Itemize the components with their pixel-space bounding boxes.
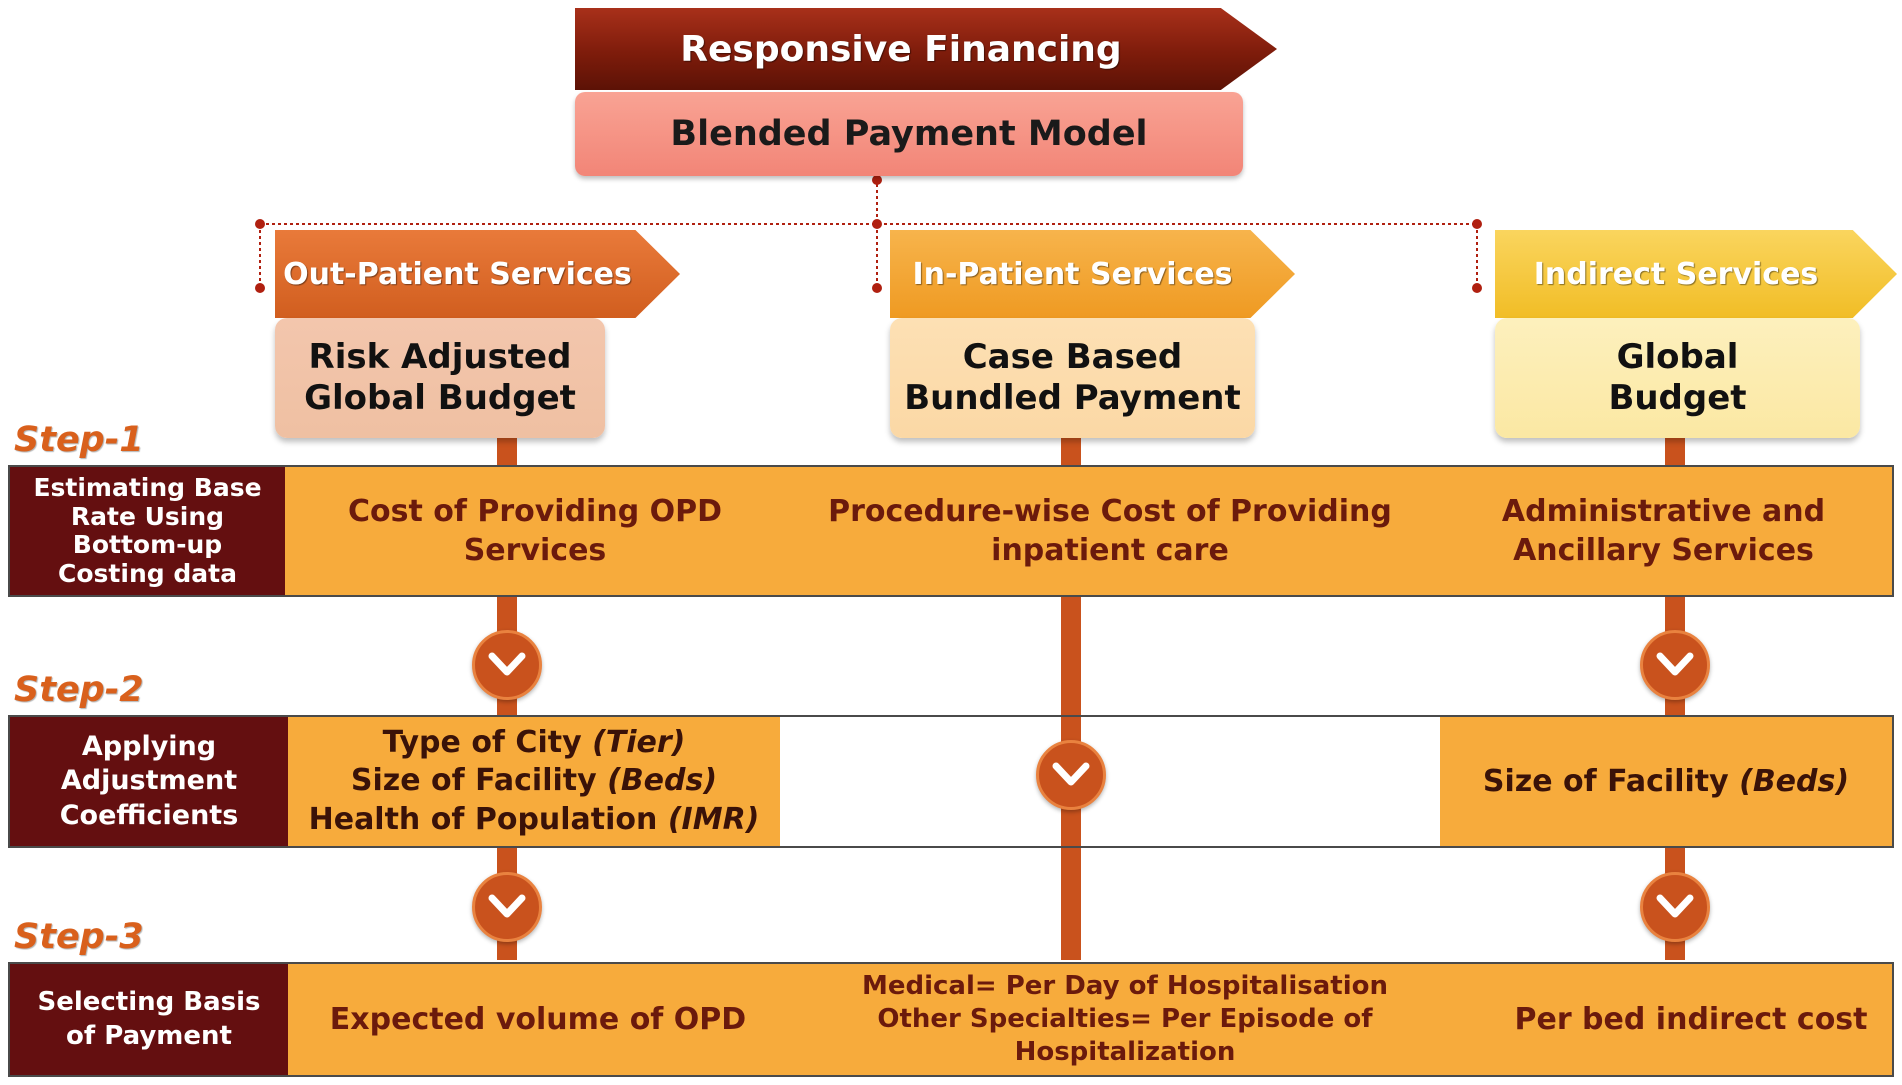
- title-text: Responsive Financing: [680, 28, 1122, 70]
- step-1-description-line: Estimating Base: [33, 473, 262, 502]
- step-2-description-line: Coefficients: [59, 799, 239, 831]
- indirect-model-box: Global Budget: [1495, 318, 1860, 438]
- step-3-row: Selecting Basis of Payment Expected volu…: [8, 962, 1894, 1077]
- chevron-down-circle-icon: [1640, 872, 1710, 942]
- outpatient-model-line: Risk Adjusted: [308, 336, 572, 377]
- step-1-label: Step-1: [14, 420, 144, 460]
- step-1-description-line: Bottom-up: [72, 530, 223, 559]
- outpatient-model-box: Risk Adjusted Global Budget: [275, 318, 605, 438]
- step-2-outpatient-line: Size of Facility (Beds): [350, 763, 718, 799]
- step-3-indirect-cell: Per bed indirect cost: [1490, 964, 1892, 1075]
- step-2-label: Step-2: [14, 670, 144, 710]
- step-3-description-line: Selecting Basis: [37, 986, 261, 1017]
- indirect-services-label: Indirect Services: [1533, 256, 1819, 292]
- step-2-description-line: Applying: [81, 731, 217, 763]
- step-1-outpatient-cell: Cost of Providing OPD Services: [285, 467, 785, 595]
- step-1-description-line: Rate Using: [70, 501, 225, 531]
- indirect-model-line: Global: [1616, 336, 1739, 377]
- subtitle-box: Blended Payment Model: [575, 92, 1243, 176]
- step-3-description-line: of Payment: [66, 1020, 232, 1051]
- step-3-inpatient-line: Hospitalization: [1014, 1037, 1236, 1068]
- step-2-indirect-line: Size of Facility (Beds): [1482, 764, 1850, 799]
- step-2-inpatient-gap: [780, 717, 1440, 846]
- step-2-outpatient-line: Type of City (Tier): [382, 724, 686, 760]
- indirect-services-banner: Indirect Services: [1495, 230, 1897, 318]
- inpatient-services-banner: In-Patient Services: [890, 230, 1295, 318]
- outpatient-model-line: Global Budget: [304, 378, 576, 418]
- title-banner: Responsive Financing: [575, 8, 1277, 90]
- step-1-indirect-line: Administrative and: [1501, 494, 1826, 529]
- step-2-description-line: Adjustment: [60, 765, 238, 797]
- step-3-inpatient-cell: Medical= Per Day of Hospitalisation Othe…: [810, 964, 1440, 1075]
- step-3-label: Step-3: [14, 917, 144, 957]
- indirect-model-line: Budget: [1608, 378, 1747, 418]
- step-1-inpatient-cell: Procedure-wise Cost of Providing inpatie…: [785, 467, 1435, 595]
- step-1-indirect-line: Ancillary Services: [1513, 533, 1814, 568]
- chevron-down-circle-icon: [1640, 630, 1710, 700]
- chevron-down-circle-icon: [472, 630, 542, 700]
- step-3-indirect-text: Per bed indirect cost: [1514, 1002, 1868, 1037]
- inpatient-services-label: In-Patient Services: [912, 256, 1233, 292]
- step-1-inpatient-line: inpatient care: [991, 533, 1229, 568]
- inpatient-model-box: Case Based Bundled Payment: [890, 318, 1255, 438]
- step-2-outpatient-cell: Type of City (Tier) Size of Facility (Be…: [288, 717, 780, 846]
- step-3-description: Selecting Basis of Payment: [10, 964, 288, 1075]
- inpatient-model-line: Case Based: [962, 336, 1183, 377]
- step-1-outpatient-line: Services: [463, 533, 607, 568]
- step-1-row: Estimating Base Rate Using Bottom-up Cos…: [8, 465, 1894, 597]
- step-3-outpatient-text: Expected volume of OPD: [329, 1002, 747, 1037]
- step-2-row: Applying Adjustment Coefficients Type of…: [8, 715, 1894, 848]
- chevron-down-circle-icon: [472, 872, 542, 942]
- step-3-inpatient-line: Medical= Per Day of Hospitalisation: [861, 970, 1388, 1001]
- step-2-description: Applying Adjustment Coefficients: [10, 717, 288, 846]
- step-3-inpatient-line: Other Specialties= Per Episode of: [877, 1003, 1373, 1034]
- step-2-indirect-cell: Size of Facility (Beds): [1440, 717, 1892, 846]
- step-1-inpatient-line: Procedure-wise Cost of Providing: [828, 494, 1392, 529]
- step-2-outpatient-line: Health of Population (IMR): [308, 801, 760, 837]
- step-1-indirect-cell: Administrative and Ancillary Services: [1435, 467, 1892, 595]
- step-3-outpatient-cell: Expected volume of OPD: [288, 964, 788, 1075]
- step-1-description: Estimating Base Rate Using Bottom-up Cos…: [10, 467, 285, 595]
- subtitle-text: Blended Payment Model: [670, 114, 1148, 154]
- outpatient-services-label: Out-Patient Services: [283, 256, 632, 292]
- inpatient-model-line: Bundled Payment: [904, 378, 1241, 418]
- chevron-down-circle-icon: [1036, 740, 1106, 810]
- outpatient-services-banner: Out-Patient Services: [275, 230, 680, 318]
- step-1-description-line: Costing data: [58, 558, 237, 588]
- step-1-outpatient-line: Cost of Providing OPD: [347, 494, 723, 529]
